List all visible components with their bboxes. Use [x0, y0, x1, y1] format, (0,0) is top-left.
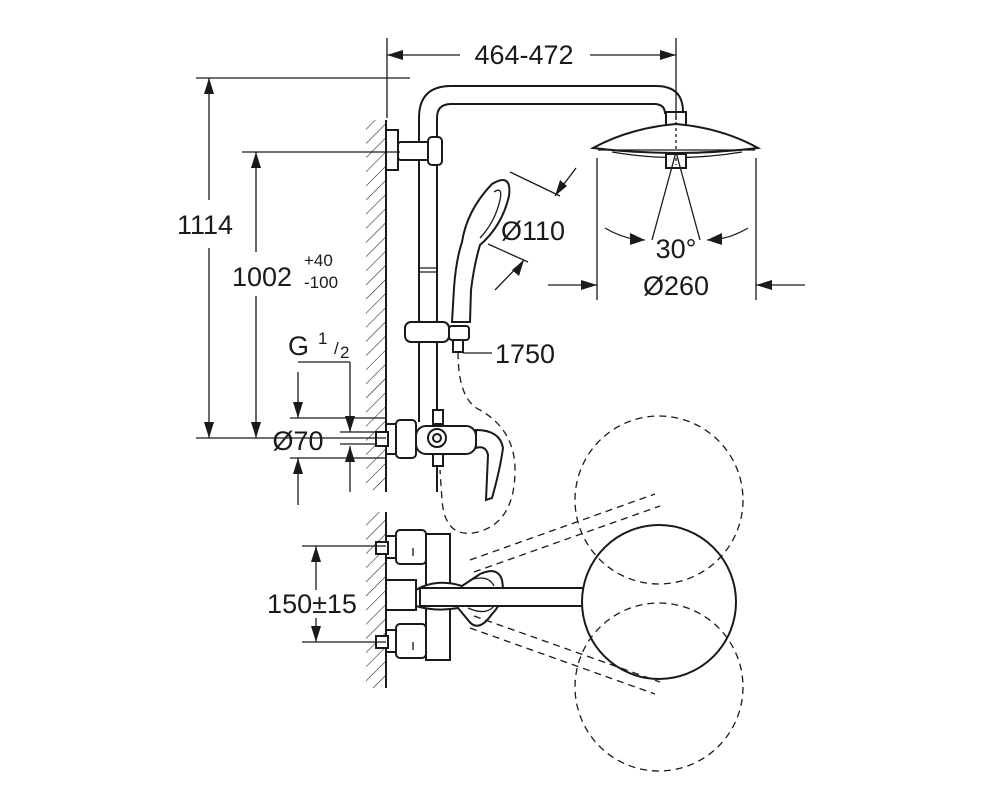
shower-head: [589, 111, 762, 169]
label-head-angle: 30°: [656, 234, 697, 264]
top-view-swivel-positions: [469, 415, 744, 772]
dim-rosette: [290, 372, 386, 505]
label-thread-num: 1: [318, 329, 327, 348]
wall-bracket: [385, 129, 443, 171]
label-arm-length: 464-472: [474, 40, 573, 70]
shower-column: [418, 85, 684, 422]
hand-shower: [450, 179, 511, 323]
label-rail-tol-minus: -100: [304, 273, 338, 292]
label-thread-slash: /: [334, 339, 339, 358]
label-connection-spacing: 150±15: [267, 589, 357, 619]
slider: [404, 321, 470, 353]
label-rosette-dia: Ø70: [272, 426, 323, 456]
label-head-dia: Ø260: [643, 271, 709, 301]
top-view-head: [581, 524, 737, 680]
dim-total-height: [196, 77, 410, 439]
dim-connection-spacing: [302, 545, 386, 643]
wall-lower: [366, 512, 387, 688]
label-hose-length: 1750: [495, 339, 555, 369]
label-total-height: 1114: [177, 210, 233, 240]
label-thread-den: 2: [340, 343, 349, 362]
label-thread: G: [288, 331, 309, 361]
hose: [439, 351, 516, 534]
label-hand-shower-dia: Ø110: [501, 216, 565, 246]
mixer: [375, 409, 505, 502]
dim-hand-shower: [487, 167, 577, 291]
dim-rail-height: [242, 151, 400, 438]
dim-thread: [298, 361, 355, 432]
dim-angle: [604, 151, 749, 245]
label-rail-height: 1002: [232, 262, 292, 292]
label-rail-tol-plus: +40: [304, 251, 333, 270]
dim-head-diameter: [548, 158, 805, 300]
